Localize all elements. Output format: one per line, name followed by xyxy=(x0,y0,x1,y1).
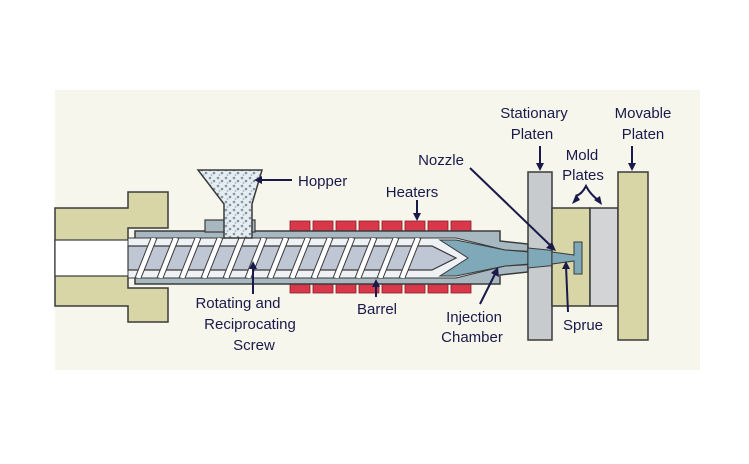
hopper xyxy=(196,169,264,239)
movable-platen-label-line2: Platen xyxy=(622,126,665,143)
leader-lines xyxy=(249,146,636,313)
nozzle-label: Nozzle xyxy=(418,152,464,169)
screw xyxy=(127,238,458,278)
mold-plates-label-line1: Mold xyxy=(566,147,599,164)
screw-label-line1: Rotating and xyxy=(195,295,280,312)
barrel-label: Barrel xyxy=(357,301,397,318)
injection-chamber-melt xyxy=(438,239,543,277)
stationary-platen-label-line1: Stationary xyxy=(500,105,568,122)
movable-platen xyxy=(617,171,649,341)
screw-label-line2: Reciprocating xyxy=(204,316,296,333)
stationary-platen-label-line2: Platen xyxy=(511,126,554,143)
movable-platen-label-line1: Movable xyxy=(615,105,672,122)
mold-plates-label-line2: Plates xyxy=(562,167,604,184)
hopper-label: Hopper xyxy=(298,173,347,190)
sprue-label: Sprue xyxy=(563,317,603,334)
injection-chamber-label-line1: Injection xyxy=(446,309,502,326)
screw-label-line3: Screw xyxy=(233,337,275,354)
heaters-label: Heaters xyxy=(386,184,439,201)
mold-plate-moving xyxy=(589,207,619,307)
drive-shaft xyxy=(54,239,136,277)
injection-chamber-label-line2: Chamber xyxy=(441,329,503,346)
heaters-bottom xyxy=(289,282,472,294)
sprue xyxy=(551,241,583,275)
